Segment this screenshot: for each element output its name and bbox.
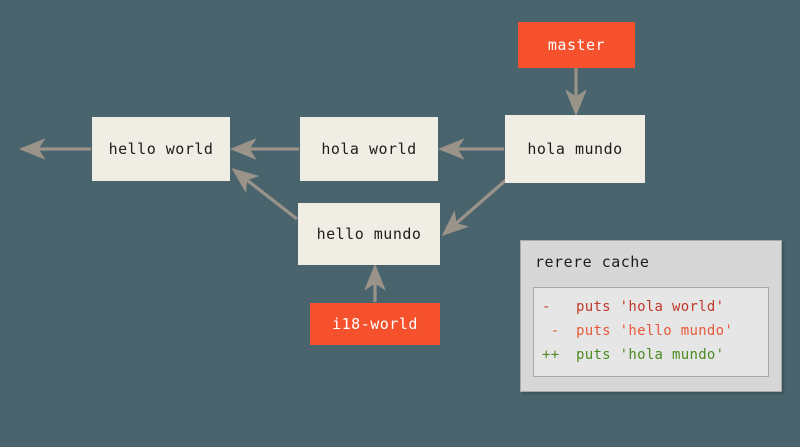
commit-node-hello-world[interactable]: hello world	[92, 117, 230, 181]
branch-label-i18-world[interactable]: i18-world	[310, 303, 440, 345]
branch-label-master[interactable]: master	[518, 22, 635, 68]
arrow-hola-mundo-to-hello-mundo	[441, 178, 508, 237]
diff-text: puts 'hola mundo'	[576, 347, 725, 363]
diff-marker: -	[542, 323, 560, 339]
commit-label: hello mundo	[316, 225, 422, 243]
commit-label: hola world	[321, 140, 417, 158]
commit-label: hola mundo	[527, 140, 623, 158]
arrow-hello-mundo-to-hello-world	[231, 168, 298, 221]
diff-line: ++ puts 'hola mundo'	[534, 343, 768, 367]
commit-label: hello world	[108, 140, 214, 158]
commit-node-hola-mundo[interactable]: hola mundo	[505, 115, 645, 183]
rerere-cache-panel: rerere cache - puts 'hola world' - puts …	[520, 240, 782, 392]
rerere-cache-title: rerere cache	[535, 253, 650, 271]
rerere-diff-box: - puts 'hola world' - puts 'hello mundo'…	[533, 287, 769, 377]
branch-label-text: master	[547, 36, 606, 54]
commit-node-hello-mundo[interactable]: hello mundo	[298, 203, 440, 265]
diff-text: puts 'hello mundo'	[576, 323, 734, 339]
diff-line: - puts 'hello mundo'	[534, 319, 768, 343]
diff-marker: ++	[542, 347, 560, 363]
branch-label-text: i18-world	[332, 315, 418, 333]
diff-marker: -	[542, 299, 551, 315]
commit-node-hola-world[interactable]: hola world	[300, 117, 438, 181]
diff-line: - puts 'hola world'	[534, 295, 768, 319]
diff-text: puts 'hola world'	[576, 299, 725, 315]
